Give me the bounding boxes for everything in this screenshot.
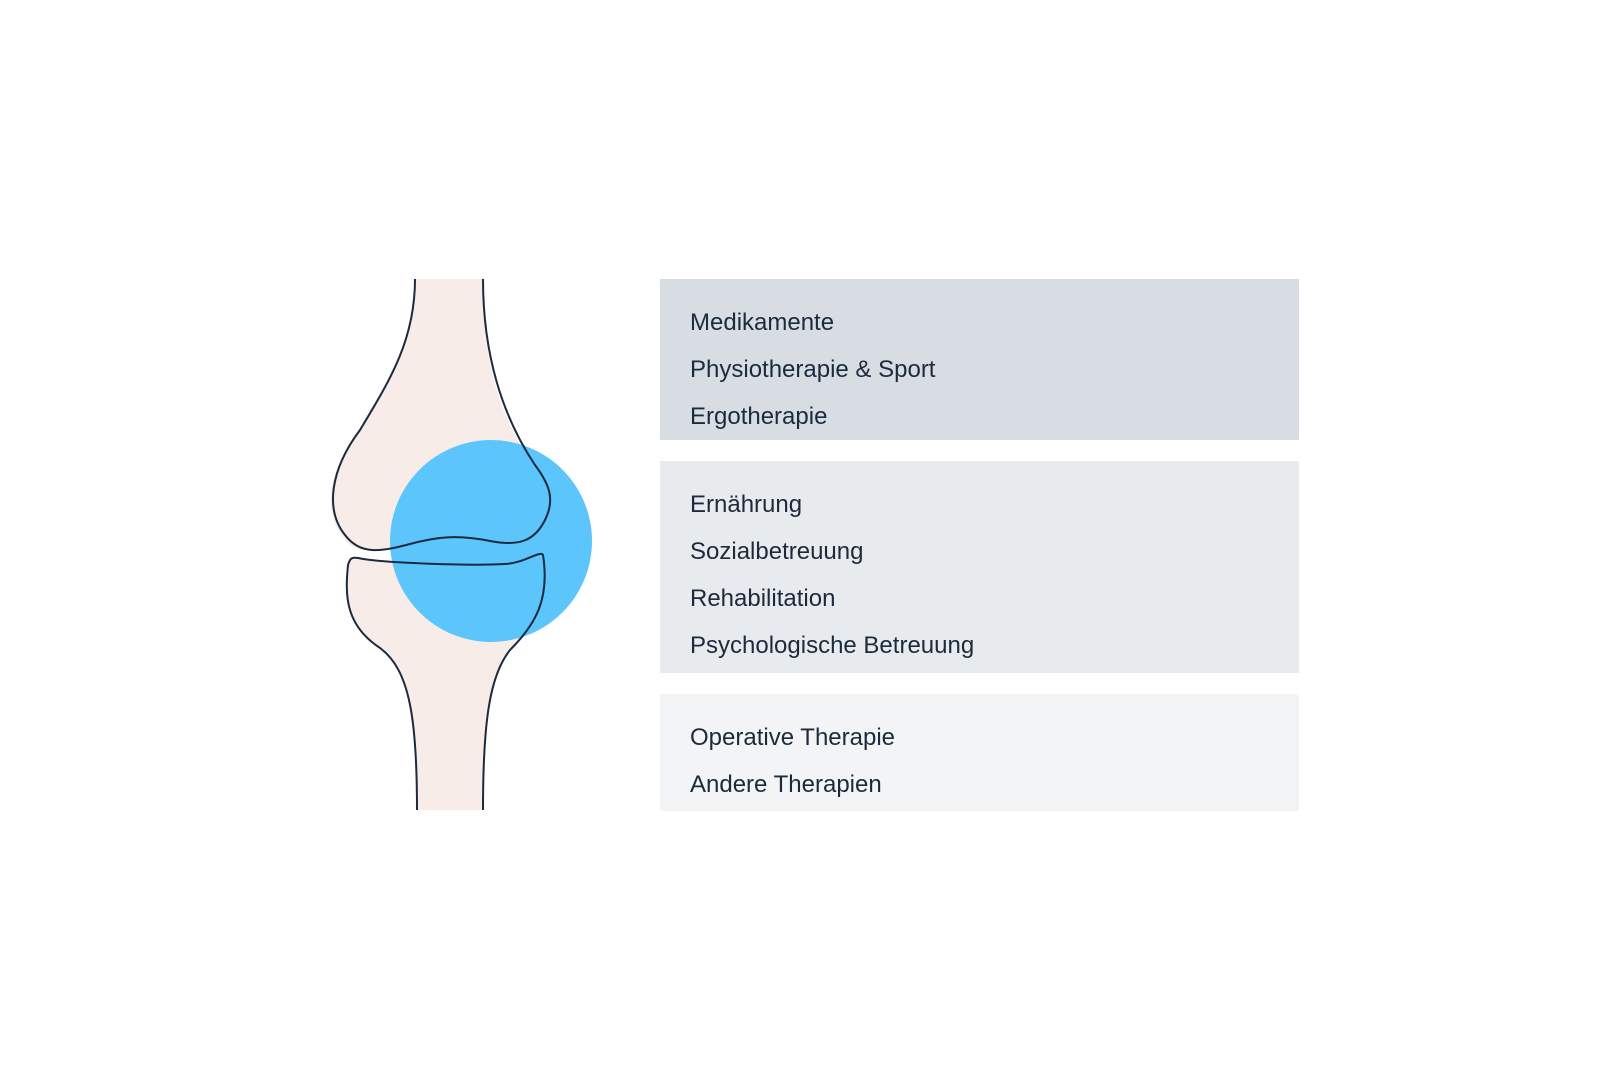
- therapy-group-supportive: Ernährung Sozialbetreuung Rehabilitation…: [660, 461, 1299, 673]
- therapy-group-other: Operative Therapie Andere Therapien: [660, 694, 1299, 811]
- therapy-item-psychologische-betreuung: Psychologische Betreuung: [690, 632, 975, 659]
- therapy-group-primary: Medikamente Physiotherapie & Sport Ergot…: [660, 279, 1299, 440]
- therapy-item-rehabilitation: Rehabilitation: [690, 585, 836, 612]
- therapy-item-ergotherapie: Ergotherapie: [690, 403, 828, 430]
- therapy-item-ernaehrung: Ernährung: [690, 491, 803, 518]
- therapy-item-sozialbetreuung: Sozialbetreuung: [690, 538, 864, 565]
- therapy-item-andere-therapien: Andere Therapien: [690, 771, 882, 798]
- therapy-item-medikamente: Medikamente: [690, 309, 835, 336]
- therapy-item-operative-therapie: Operative Therapie: [690, 724, 896, 751]
- tibia-outline: [345, 552, 546, 811]
- femur-outline: [332, 278, 552, 552]
- therapy-item-physiotherapie-sport: Physiotherapie & Sport: [690, 356, 936, 383]
